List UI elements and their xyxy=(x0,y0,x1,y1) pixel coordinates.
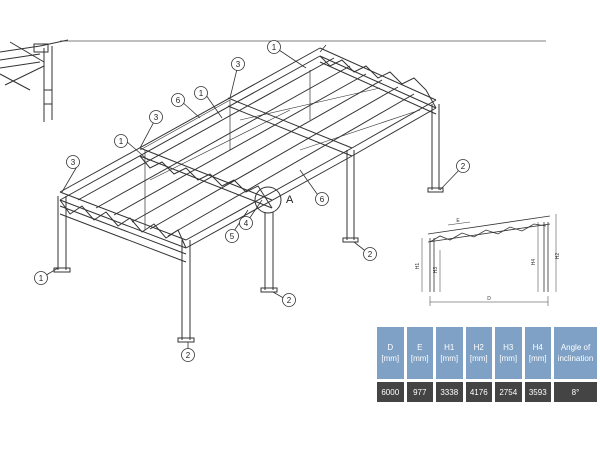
side-view xyxy=(421,214,557,306)
callout-1-back: 1 xyxy=(272,43,277,52)
value-h4: 3593 xyxy=(524,382,551,402)
callout-6-top: 6 xyxy=(176,96,181,105)
header-d: D[mm] xyxy=(377,327,404,379)
header-h2: H2[mm] xyxy=(465,327,492,379)
header-h3: H3[mm] xyxy=(495,327,522,379)
callout-3-top: 3 xyxy=(236,60,241,69)
dim-h2-label: H2 xyxy=(555,253,561,260)
dim-h1-label: H1 xyxy=(415,263,421,270)
dim-e-label: E xyxy=(456,218,460,224)
value-angle: 8° xyxy=(554,382,597,402)
callout-1-front-post: 1 xyxy=(39,274,44,283)
value-h2: 4176 xyxy=(465,382,492,402)
callout-4: 4 xyxy=(244,219,249,228)
dim-d-label: D xyxy=(487,296,491,302)
callout-3-mid: 3 xyxy=(154,113,159,122)
dimension-table: D[mm] E[mm] H1[mm] H2[mm] H3[mm] H4[mm] … xyxy=(374,324,600,405)
callout-2-front-post: 2 xyxy=(186,351,191,360)
value-h1: 3338 xyxy=(436,382,463,402)
value-h3: 2754 xyxy=(495,382,522,402)
header-e: E[mm] xyxy=(406,327,433,379)
header-h4: H4[mm] xyxy=(524,327,551,379)
header-h1: H1[mm] xyxy=(436,327,463,379)
callout-bubble xyxy=(34,271,48,285)
value-d: 6000 xyxy=(377,382,404,402)
pergola-structure xyxy=(53,47,444,343)
dim-h3-label: H3 xyxy=(433,267,439,274)
callout-2-back-post: 2 xyxy=(461,162,466,171)
value-e: 977 xyxy=(406,382,433,402)
detail-view xyxy=(0,39,69,122)
callout-3-left: 3 xyxy=(71,158,76,167)
callout-2-side-post: 2 xyxy=(368,250,373,259)
dim-h4-label: H4 xyxy=(531,259,537,266)
callout-6-front: 6 xyxy=(320,195,325,204)
table-row: 6000 977 3338 4176 2754 3593 8° xyxy=(377,382,597,402)
callout-5: 5 xyxy=(230,232,235,241)
callout-1-top: 1 xyxy=(199,89,204,98)
callout-1-mid: 1 xyxy=(119,137,124,146)
detail-a-label: A xyxy=(286,194,294,206)
table-header-row: D[mm] E[mm] H1[mm] H2[mm] H3[mm] H4[mm] … xyxy=(377,327,597,379)
callout-2-mid-post: 2 xyxy=(287,296,292,305)
